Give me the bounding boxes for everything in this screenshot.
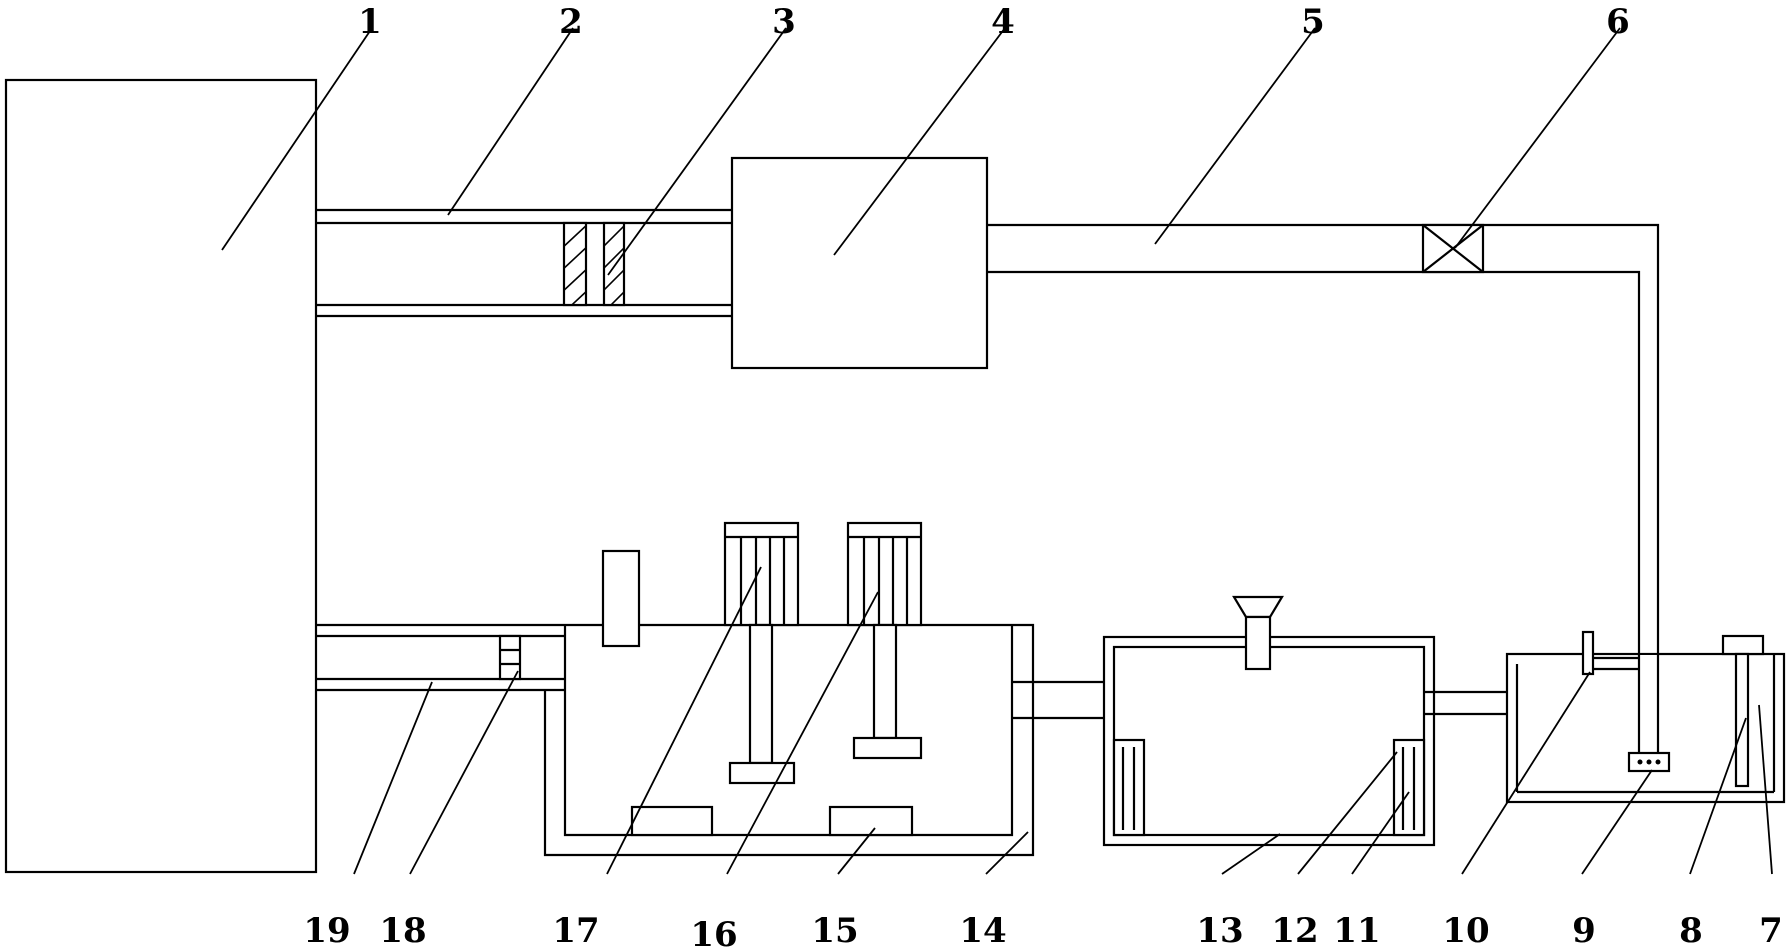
part-labels: 1 2 3 4 5 6 7 8 9 10 11 12 13 14 15 16 1…	[303, 2, 1783, 951]
leader-lines	[221, 27, 1773, 875]
label-10: 10	[1442, 911, 1489, 951]
duct-grille	[498, 634, 522, 681]
middle-tank	[1102, 635, 1436, 847]
upper-duct	[316, 208, 732, 318]
label-18: 18	[379, 911, 426, 951]
connector-pipe-1	[1012, 680, 1104, 720]
lower-duct	[316, 623, 565, 692]
tank-inlet-pipe	[601, 549, 641, 648]
label-12: 12	[1271, 911, 1318, 951]
filter-blocks	[562, 221, 626, 307]
label-9: 9	[1572, 911, 1596, 951]
label-19: 19	[303, 911, 350, 951]
level-sensor	[1721, 634, 1765, 788]
label-2: 2	[559, 2, 583, 42]
return-duct-inlet	[1637, 654, 1660, 755]
label-17: 17	[552, 911, 599, 951]
bottom-block-1	[630, 805, 714, 837]
label-4: 4	[991, 2, 1015, 42]
gas-diffuser	[1627, 751, 1671, 773]
valve	[1421, 223, 1485, 274]
label-11: 11	[1333, 911, 1380, 951]
mixing-tank	[543, 623, 1035, 857]
label-6: 6	[1606, 2, 1630, 42]
outlet-pipe	[1581, 630, 1639, 676]
return-duct	[988, 223, 1660, 755]
label-3: 3	[772, 2, 796, 42]
processing-box	[730, 156, 989, 370]
label-15: 15	[811, 911, 858, 951]
feed-hopper	[1232, 595, 1284, 671]
label-7: 7	[1759, 911, 1783, 951]
label-5: 5	[1301, 2, 1325, 42]
stirring-motor-2	[846, 521, 923, 760]
main-unit	[4, 78, 318, 874]
left-filter-plates	[1112, 738, 1146, 837]
stirring-motor-1	[723, 521, 800, 785]
filter-plates	[1392, 738, 1426, 837]
label-13: 13	[1196, 911, 1243, 951]
label-14: 14	[959, 911, 1006, 951]
bottom-block-2	[828, 805, 914, 837]
connector-pipe-2	[1424, 690, 1508, 716]
label-8: 8	[1679, 911, 1703, 951]
label-1: 1	[358, 2, 382, 42]
label-16: 16	[690, 915, 737, 951]
